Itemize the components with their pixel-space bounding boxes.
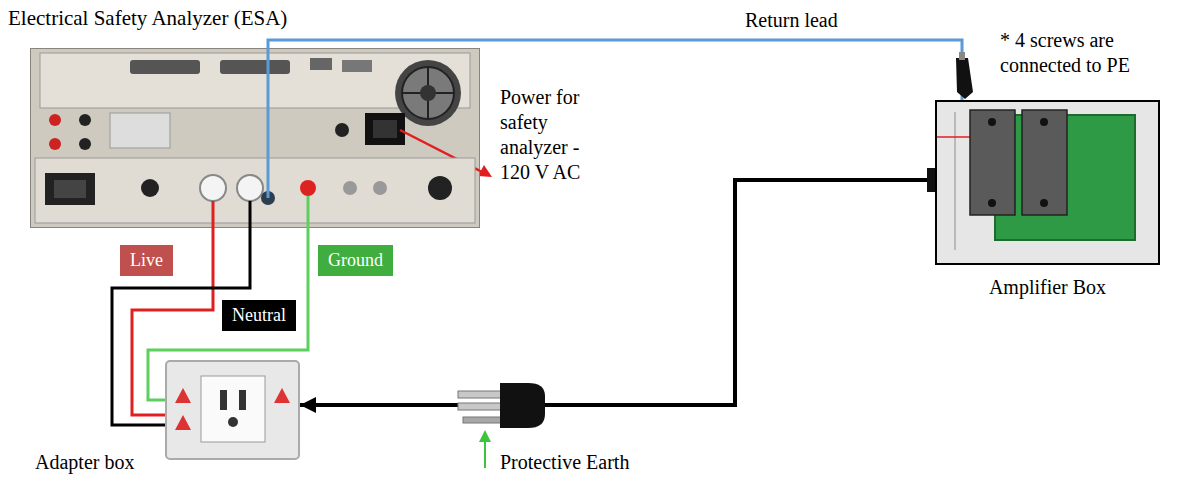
adapter-illustration [165, 360, 300, 460]
screw-note: * 4 screws are connected to PE [1000, 28, 1165, 78]
esa-device-illustration [30, 48, 480, 228]
wire-tag: Neutral [222, 300, 296, 331]
box-heading: Amplifier Box [989, 275, 1106, 299]
box-text: Ground [328, 249, 383, 272]
earth-label: Protective Earth [500, 450, 629, 475]
adapter-box: Adapter box [165, 360, 300, 460]
box-heading: Electrical Safety Analyzer (ESA) [8, 6, 287, 31]
earth-leader-arrow [479, 430, 491, 468]
wire-tag: Live [120, 245, 173, 276]
amplifier-box: Amplifier Box [935, 100, 1160, 265]
amplifier-illustration [935, 100, 1160, 265]
box-text: Neutral [232, 304, 286, 327]
power-note: Power for safety analyzer - 120 V AC [500, 85, 605, 185]
box-heading: Adapter box [35, 450, 134, 474]
arrowhead [300, 397, 316, 413]
edge-label: Return lead [745, 8, 838, 33]
plug-symbol [458, 383, 545, 428]
wire-tag: Ground [318, 245, 393, 276]
alligator-clip [956, 52, 973, 99]
box-text: Live [130, 249, 163, 272]
analyzer-device: Electrical Safety Analyzer (ESA) [30, 48, 480, 228]
